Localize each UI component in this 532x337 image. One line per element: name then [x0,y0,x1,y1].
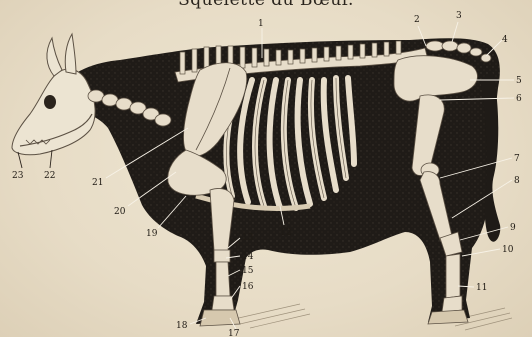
callout-10: 10 [502,245,514,255]
callout-2: 2 [414,15,420,25]
front-carpus [214,250,230,262]
front-phalanges [212,296,234,310]
hind-metatarsus [446,254,460,298]
callout-3: 3 [456,11,462,21]
callout-18: 18 [176,321,188,331]
front-metacarpus [216,262,230,296]
callout-6: 6 [516,94,522,104]
callout-11: 11 [476,283,487,293]
callout-14: 14 [242,252,254,262]
callout-19: 19 [146,229,158,239]
hind-phalanges [442,296,462,312]
callout-8: 8 [514,176,520,186]
callout-12: 12 [280,228,291,238]
callout-23: 23 [12,171,24,181]
callout-20: 20 [114,207,126,217]
callout-7: 7 [514,154,520,164]
horn-left [47,38,62,76]
callout-16: 16 [242,282,254,292]
head-shape [12,69,95,155]
callout-1: 1 [258,19,264,29]
callout-21: 21 [92,178,103,188]
callout-13: 13 [242,233,254,243]
horn-right [65,34,76,74]
eye-socket [44,95,56,109]
hind-hoof [428,310,468,324]
callout-4: 4 [502,35,508,45]
callout-17: 17 [228,329,240,337]
callout-15: 15 [242,266,254,276]
callout-9: 9 [510,223,516,233]
callout-5: 5 [516,76,522,86]
callout-22: 22 [44,171,55,181]
